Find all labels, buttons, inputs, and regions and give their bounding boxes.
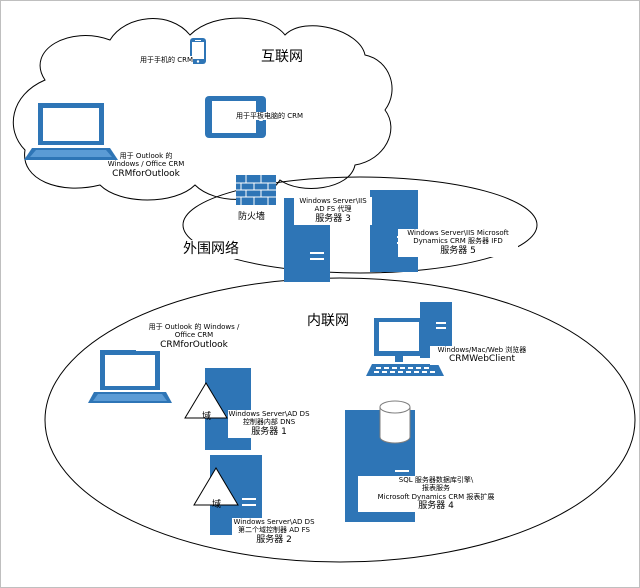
- outlook-external-line-3: CRMforOutlook: [112, 168, 180, 179]
- internet-zone-label: 互联网: [258, 48, 306, 67]
- server-5-line-3: 服务器 5: [398, 245, 518, 257]
- server-2-line-1: Windows Server\AD DS: [232, 518, 316, 527]
- web-client-label: Windows/Mac/Web 浏览器 CRMWebClient: [430, 346, 534, 366]
- server-1-line-2: 控制器内部 DNS: [228, 418, 310, 427]
- server-5-label: Windows Server\IIS Microsoft Dynamics CR…: [398, 229, 518, 257]
- intranet-zone-label: 内联网: [304, 312, 352, 331]
- server-3-label: Windows Server\IIS AD FS 代理 服务器 3: [294, 197, 372, 225]
- server-2-line-2: 第二个域控制器 AD FS: [232, 526, 316, 535]
- server-1-line-3: 服务器 1: [228, 426, 310, 438]
- server-3-line-2: AD FS 代理: [294, 205, 372, 214]
- server-5-line-2: Dynamics CRM 服务器 IFD: [398, 237, 518, 246]
- server-4-label: SQL 服务器数据库引擎\ 报表服务 Microsoft Dynamics CR…: [358, 476, 514, 512]
- server-4-line-1: SQL 服务器数据库引擎\: [358, 476, 514, 485]
- domain-triangle-2: [193, 467, 239, 506]
- laptop-icon-internal: [88, 350, 172, 403]
- outlook-external-line-1: 用于 Outlook 的: [119, 152, 173, 160]
- server-1-line-1: Windows Server\AD DS: [228, 410, 310, 419]
- domain-label-1: 域: [202, 412, 212, 422]
- server-2-line-3: 服务器 2: [232, 534, 316, 546]
- outlook-internal-line-1: 用于 Outlook 的 Windows /: [136, 323, 252, 332]
- server-3-line-3: 服务器 3: [294, 213, 372, 225]
- outlook-internal-label: 用于 Outlook 的 Windows / Office CRM CRMfor…: [136, 323, 252, 351]
- phone-label: 用于手机的 CRM: [140, 56, 194, 65]
- web-client-line-1: Windows/Mac/Web 浏览器: [430, 346, 534, 355]
- intranet-ellipse: [44, 277, 636, 563]
- outlook-internal-line-2: Office CRM: [136, 331, 252, 340]
- phone-icon: [190, 38, 206, 64]
- server-1-label: Windows Server\AD DS 控制器内部 DNS 服务器 1: [228, 410, 310, 438]
- tablet-label: 用于平板电脑的 CRM: [236, 112, 304, 121]
- server-5-line-1: Windows Server\IIS Microsoft: [398, 229, 518, 238]
- outlook-external-line-2: Windows / Office CRM: [107, 160, 185, 169]
- domain-triangle-1: [184, 382, 228, 419]
- outlook-internal-line-3: CRMforOutlook: [136, 339, 252, 351]
- firewall-icon: [236, 175, 276, 205]
- perimeter-ellipse: [182, 176, 538, 274]
- database-icon: [379, 400, 411, 444]
- web-client-line-2: CRMWebClient: [430, 354, 534, 366]
- perimeter-zone-label: 外围网络: [180, 240, 242, 259]
- server-4-line-2: 报表服务: [358, 484, 514, 493]
- domain-label-2: 域: [212, 500, 222, 510]
- firewall-label: 防火墙: [238, 212, 266, 222]
- outlook-external-label: 用于 Outlook 的 Windows / Office CRM CRMfor…: [98, 152, 194, 180]
- server-4-line-3: Microsoft Dynamics CRM 报表扩展: [358, 492, 514, 502]
- server-2-label: Windows Server\AD DS 第二个域控制器 AD FS 服务器 2: [232, 518, 316, 546]
- server-3-line-1: Windows Server\IIS: [294, 197, 372, 206]
- laptop-icon-external: [24, 103, 118, 160]
- server-4-line-4: 服务器 4: [358, 501, 514, 512]
